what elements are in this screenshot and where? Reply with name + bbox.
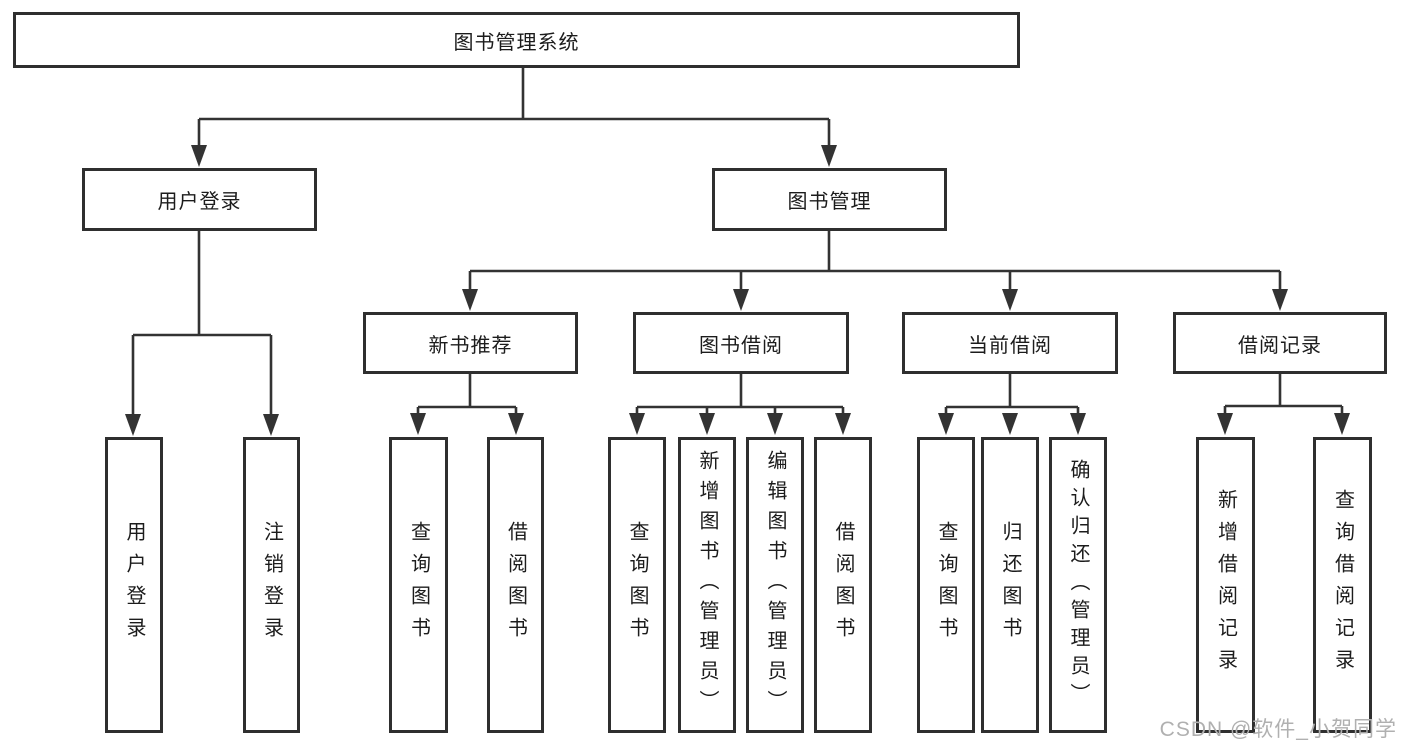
arrowhead — [1217, 413, 1233, 435]
leaf-label: 借阅图书 — [504, 521, 527, 649]
leaf-return-books: 归还图书 — [981, 437, 1039, 733]
arrowhead — [835, 413, 851, 435]
arrowhead — [1002, 413, 1018, 435]
node-current-borrowing: 当前借阅 — [902, 312, 1118, 374]
leaf-label: 用户登录 — [123, 521, 145, 649]
arrowhead — [1002, 289, 1018, 311]
leaf-label: 查询图书 — [407, 521, 430, 649]
leaf-label: 查询借阅记录 — [1331, 489, 1354, 681]
arrowhead — [1070, 413, 1086, 435]
leaf-label: 查询图书 — [935, 521, 957, 649]
arrowhead — [1334, 413, 1350, 435]
leaf-label: 新增图书（管理员） — [696, 450, 718, 720]
arrowhead — [699, 413, 715, 435]
arrowhead — [629, 413, 645, 435]
leaf-query-books-current: 查询图书 — [917, 437, 975, 733]
arrowhead — [462, 289, 478, 311]
node-borrowing-records: 借阅记录 — [1173, 312, 1387, 374]
node-book-borrowing: 图书借阅 — [633, 312, 849, 374]
arrowhead — [125, 414, 141, 436]
leaf-label: 借阅图书 — [832, 521, 854, 649]
leaf-label: 编辑图书（管理员） — [764, 450, 786, 720]
leaf-query-books-newrec: 查询图书 — [389, 437, 448, 733]
arrowhead — [1272, 289, 1288, 311]
leaf-edit-book-admin: 编辑图书（管理员） — [746, 437, 804, 733]
arrowhead — [191, 145, 207, 167]
arrowhead — [410, 413, 426, 435]
arrowhead — [733, 289, 749, 311]
arrowhead — [938, 413, 954, 435]
arrowhead — [821, 145, 837, 167]
arrowhead — [508, 413, 524, 435]
leaf-user-login: 用户登录 — [105, 437, 163, 733]
node-root: 图书管理系统 — [13, 12, 1020, 68]
node-new-book-recommend: 新书推荐 — [363, 312, 578, 374]
node-book-management: 图书管理 — [712, 168, 947, 231]
leaf-logout: 注销登录 — [243, 437, 300, 733]
leaf-label: 注销登录 — [260, 521, 283, 649]
node-user-login: 用户登录 — [82, 168, 317, 231]
watermark: CSDN @软件_小贺同学 — [1159, 718, 1397, 741]
leaf-label: 归还图书 — [999, 521, 1021, 649]
arrowhead — [767, 413, 783, 435]
leaf-query-books-borrow: 查询图书 — [608, 437, 666, 733]
leaf-add-book-admin: 新增图书（管理员） — [678, 437, 736, 733]
leaf-add-borrow-record: 新增借阅记录 — [1196, 437, 1255, 733]
leaf-label: 查询图书 — [626, 521, 648, 649]
leaf-borrow-books-newrec: 借阅图书 — [487, 437, 544, 733]
leaf-label: 确认归还（管理员） — [1067, 459, 1089, 711]
leaf-query-borrow-record: 查询借阅记录 — [1313, 437, 1372, 733]
leaf-label: 新增借阅记录 — [1214, 489, 1237, 681]
leaf-borrow-books-borrow: 借阅图书 — [814, 437, 872, 733]
leaf-confirm-return-admin: 确认归还（管理员） — [1049, 437, 1107, 733]
arrowhead — [263, 414, 279, 436]
